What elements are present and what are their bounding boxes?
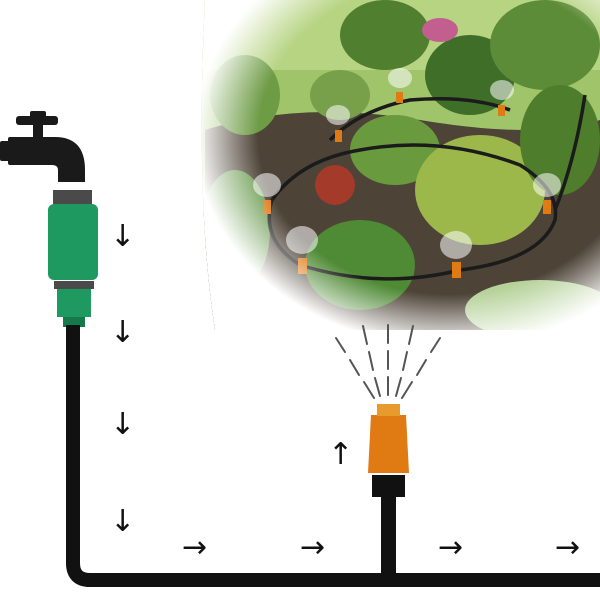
photo-fade (195, 0, 600, 340)
hose-connector-icon (48, 190, 98, 327)
flow-arrow-right-3: → (438, 533, 463, 563)
flow-arrow-right-2: → (300, 533, 325, 563)
flow-arrow-down-2: ↓ (110, 318, 135, 348)
flow-arrow-down-4: ↓ (110, 507, 135, 537)
faucet-icon (0, 111, 85, 182)
flow-arrow-down-3: ↓ (110, 410, 135, 440)
water-spray (336, 325, 440, 398)
flow-arrow-up: ↑ (328, 440, 353, 470)
riser-pipe (381, 495, 396, 580)
garden-drip-irrigation-photo (195, 0, 600, 340)
flow-arrow-right-4: → (555, 533, 580, 563)
sprinkler-icon (368, 404, 409, 497)
flow-arrow-right-1: → (182, 533, 207, 563)
flow-arrow-down-1: ↓ (110, 222, 135, 252)
